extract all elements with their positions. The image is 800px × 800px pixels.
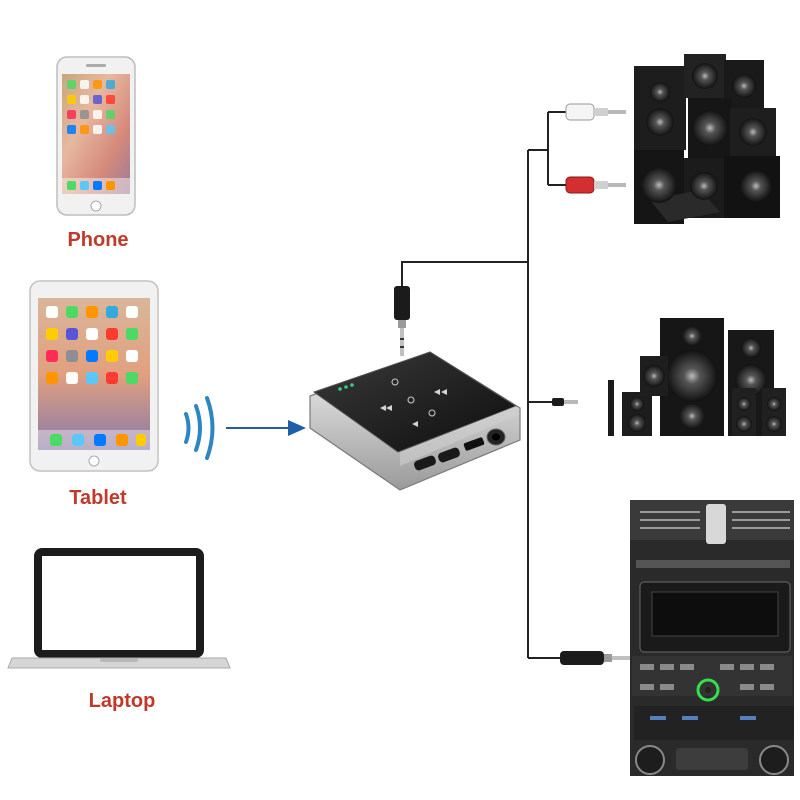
- aux-plug-icon: [560, 651, 630, 665]
- signal-arrow: [226, 420, 306, 436]
- source-label-laptop: Laptop: [88, 690, 156, 712]
- rca-plug-red-icon: [565, 176, 626, 194]
- rca-plug-white-icon: [565, 103, 626, 121]
- smartphone-icon: [56, 56, 136, 216]
- bluetooth-waves-icon: [184, 396, 215, 460]
- laptop-icon: [7, 548, 231, 669]
- car-dashboard-icon: [630, 500, 794, 776]
- bluetooth-adapter-icon: [309, 351, 521, 491]
- home-theater-speakers-icon: [608, 318, 786, 436]
- speaker-stack-icon: [634, 54, 780, 224]
- source-label-phone: Phone: [67, 229, 129, 251]
- aux-plug-icon: [394, 286, 410, 356]
- aux-plug-icon: [552, 398, 578, 406]
- source-label-tablet: Tablet: [69, 487, 127, 509]
- tablet-icon: [29, 280, 159, 472]
